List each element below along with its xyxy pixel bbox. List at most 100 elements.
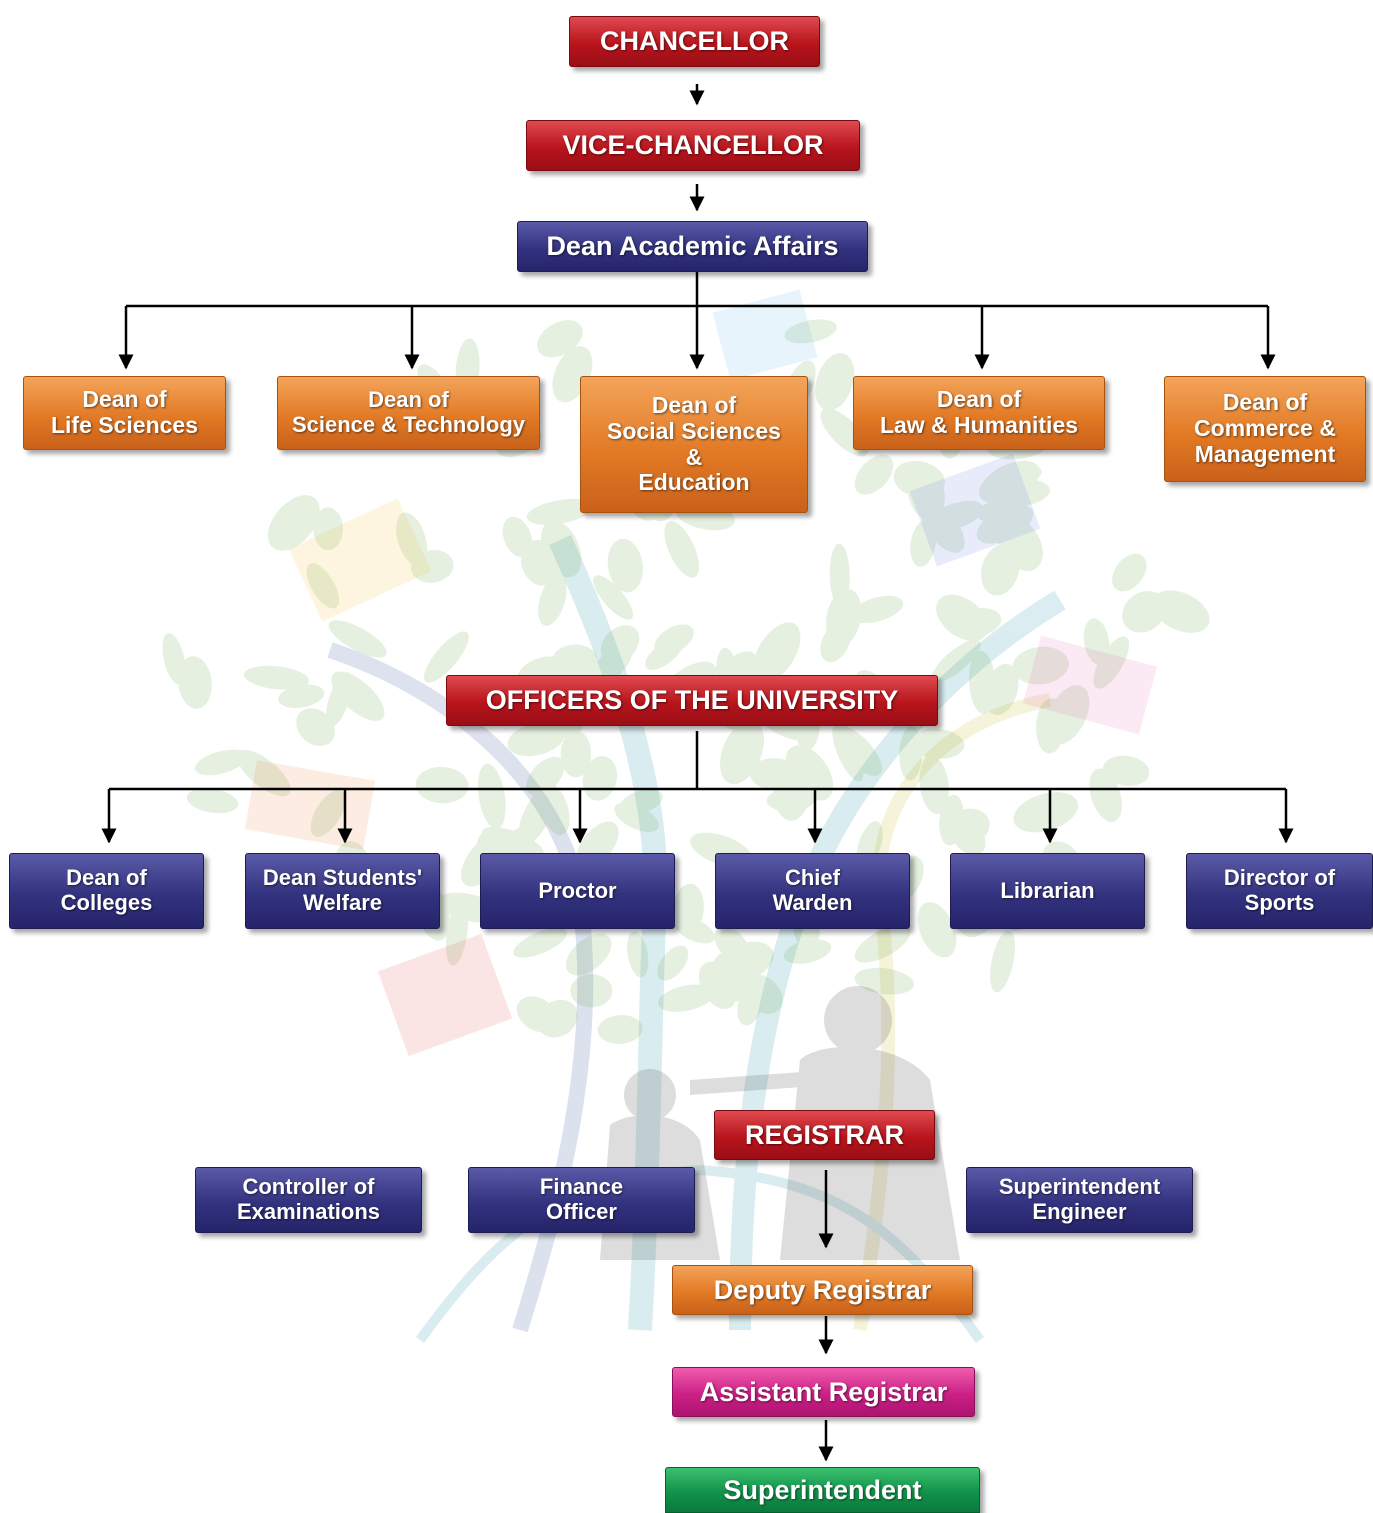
leaf-shape — [899, 726, 923, 781]
leaf-shape — [706, 971, 770, 1004]
dean-label-line: & — [685, 443, 703, 470]
leaf-shape — [570, 974, 613, 1008]
leaf-shape — [784, 319, 837, 344]
leaf-shape — [313, 507, 343, 551]
dean-label-line: Dean of — [651, 392, 737, 418]
leaf-shape — [919, 755, 949, 815]
dean-social-sciences-education-box: Dean of Social Sciences & Education — [580, 376, 808, 513]
leaf-shape — [1093, 636, 1130, 689]
admin-label-line: Officer — [546, 1199, 617, 1224]
leaf-shape — [749, 758, 800, 791]
dean-label-line: Management — [1194, 440, 1336, 467]
leaf-shape — [600, 625, 640, 664]
leaf-shape — [829, 543, 850, 608]
leaf-shape — [560, 730, 592, 778]
dean-label-line: Education — [638, 469, 750, 496]
officer-dean-students-welfare-box: Dean Students' Welfare — [245, 853, 440, 929]
leaf-shape — [1036, 698, 1065, 754]
leaf-shape — [910, 520, 936, 567]
leaf-shape — [815, 353, 855, 411]
dean-label-line: Life Sciences — [50, 412, 199, 438]
superintendent-label: Superintendent — [723, 1474, 922, 1505]
leaf-shape — [741, 974, 783, 1014]
officer-chief-warden-box: Chief Warden — [715, 853, 910, 929]
leaf-shape — [477, 763, 506, 829]
admin-label-line: Engineer — [1032, 1199, 1127, 1224]
leaf-shape — [939, 794, 965, 846]
leaf-shape — [948, 808, 990, 845]
leaf-shape — [991, 463, 1042, 485]
leaf-shape — [854, 967, 915, 995]
controller-examinations-box: Controller of Examinations — [195, 1167, 422, 1233]
leaf-shape — [854, 454, 894, 495]
officer-label-line: Director of — [1223, 865, 1336, 891]
officer-director-sports-box: Director of Sports — [1186, 853, 1373, 929]
leaf-shape — [552, 644, 597, 674]
leaf-shape — [306, 563, 340, 609]
leaf-shape — [516, 996, 558, 1033]
dean-label-line: Dean of — [1222, 389, 1308, 416]
leaf-shape — [593, 575, 634, 620]
superintendent-engineer-box: Superintendent Engineer — [966, 1167, 1193, 1233]
leaf-shape — [785, 745, 834, 801]
dean-commerce-management-box: Dean of Commerce & Management — [1164, 376, 1366, 482]
officers-heading-box: OFFICERS OF THE UNIVERSITY — [446, 675, 938, 726]
leaf-shape — [595, 640, 633, 683]
dean-academic-affairs-label: Dean Academic Affairs — [546, 231, 839, 262]
leaf-shape — [929, 500, 984, 531]
leaf-shape — [664, 521, 700, 578]
leaf-shape — [931, 639, 981, 683]
leaf-shape — [396, 512, 428, 566]
admin-label-line: Finance — [539, 1174, 624, 1200]
vice-chancellor-label: VICE-CHANCELLOR — [562, 130, 824, 161]
leaf-shape — [539, 782, 570, 836]
leaf-shape — [236, 749, 291, 797]
leaf-shape — [820, 622, 851, 663]
deputy-registrar-label: Deputy Registrar — [713, 1274, 932, 1305]
leaf-shape — [1152, 590, 1210, 633]
officer-label-line: Welfare — [302, 890, 383, 915]
officer-librarian-box: Librarian — [950, 853, 1145, 929]
leaf-shape — [773, 761, 810, 821]
officer-dean-colleges-box: Dean of Colleges — [9, 853, 204, 929]
dean-life-sciences-box: Dean of Life Sciences — [23, 376, 226, 450]
leaf-shape — [925, 496, 949, 539]
leaf-shape — [521, 539, 561, 586]
leaf-shape — [538, 574, 567, 626]
leaf-shape — [310, 790, 346, 837]
leaf-shape — [177, 656, 212, 709]
leaf-shape — [989, 479, 1050, 507]
superintendent-box: Superintendent — [665, 1467, 980, 1513]
leaf-shape — [1083, 618, 1110, 665]
leaf-shape — [1012, 646, 1069, 685]
leaf-shape — [673, 883, 704, 933]
officer-label-line: Chief — [784, 865, 840, 891]
leaf-shape — [969, 650, 996, 714]
officer-label-line: Colleges — [60, 890, 153, 915]
leaf-shape — [909, 728, 965, 759]
leaf-shape — [1013, 792, 1079, 833]
leaf-shape — [720, 720, 764, 785]
leaf-shape — [619, 789, 663, 815]
leaf-shape — [1089, 768, 1123, 822]
officer-label-line: Dean of — [66, 865, 147, 891]
leaf-shape — [243, 665, 309, 690]
leaf-shape — [445, 901, 469, 966]
officer-label-line: Dean Students' — [262, 865, 423, 891]
officer-label-line: Proctor — [538, 877, 617, 903]
dean-label-line: Social Sciences — [607, 417, 781, 444]
leaf-shape — [1122, 591, 1167, 633]
leaf-shape — [518, 787, 554, 845]
admin-label-line: Superintendent — [998, 1174, 1161, 1200]
leaf-shape — [997, 517, 1043, 572]
dean-label-line: Dean of — [936, 386, 1022, 413]
officer-label-line: Warden — [772, 890, 853, 915]
leaf-shape — [783, 939, 832, 964]
vice-chancellor-box: VICE-CHANCELLOR — [526, 120, 860, 171]
leaf-shape — [976, 501, 1021, 524]
leaf-shape — [411, 549, 454, 583]
leaf-shape — [526, 498, 594, 525]
leaf-shape — [513, 927, 568, 958]
leaf-shape — [920, 502, 965, 553]
leaf-shape — [645, 638, 684, 670]
